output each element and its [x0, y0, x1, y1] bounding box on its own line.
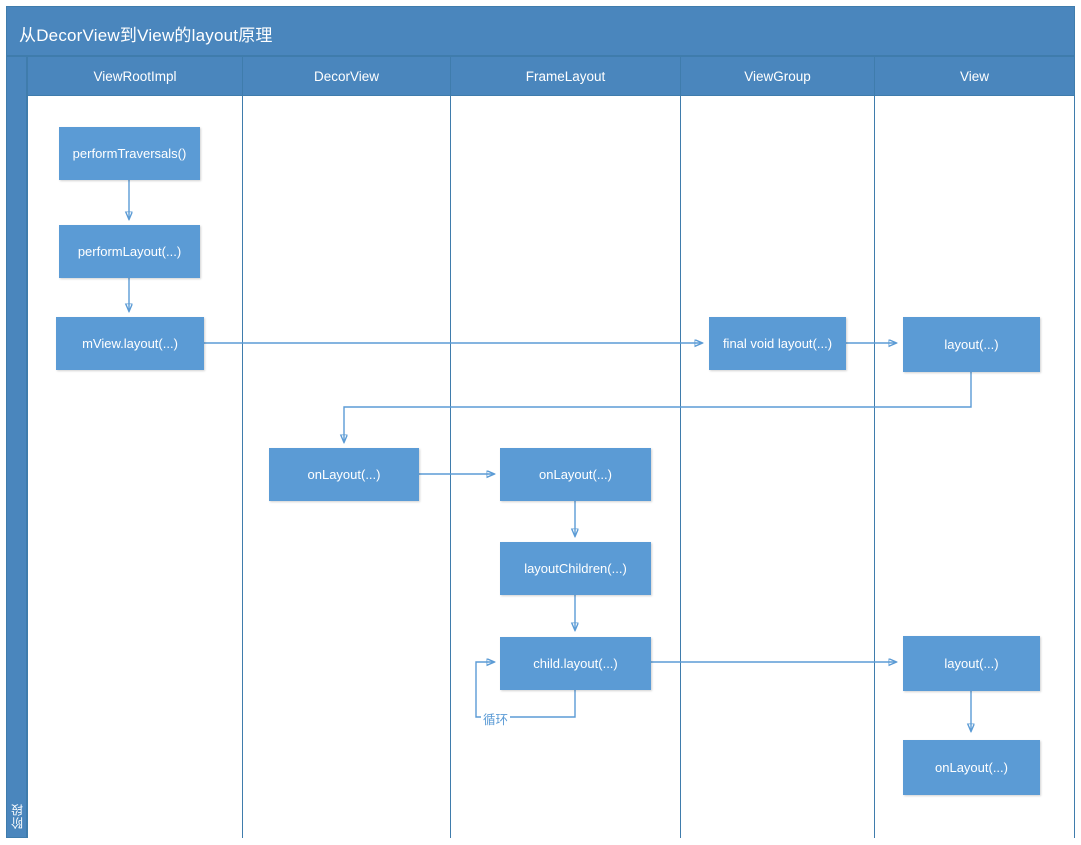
lane-viewrootimpl [27, 96, 243, 838]
node-label: onLayout(...) [935, 759, 1008, 775]
node-label: final void layout(...) [722, 335, 833, 351]
node-label: onLayout(...) [539, 466, 612, 482]
node-label: child.layout(...) [533, 655, 618, 671]
node-view-layout-2[interactable]: layout(...) [903, 636, 1040, 691]
column-header-label: FrameLayout [525, 68, 606, 84]
lane-view [874, 96, 1075, 838]
column-header-framelayout: FrameLayout [450, 56, 681, 96]
column-header-label: ViewGroup [744, 68, 811, 84]
node-label: layout(...) [944, 336, 999, 352]
node-mview-layout[interactable]: mView.layout(...) [56, 317, 204, 370]
node-label: layoutChildren(...) [524, 560, 627, 576]
column-header-label: ViewRootImpl [93, 68, 177, 84]
node-final-void-layout[interactable]: final void layout(...) [709, 317, 846, 370]
phase-band: 阶段 [6, 56, 27, 838]
node-child-layout[interactable]: child.layout(...) [500, 637, 651, 690]
node-framelayout-onlayout[interactable]: onLayout(...) [500, 448, 651, 501]
node-decorview-onlayout[interactable]: onLayout(...) [269, 448, 419, 501]
node-layout-children[interactable]: layoutChildren(...) [500, 542, 651, 595]
column-header-decorview: DecorView [242, 56, 451, 96]
node-perform-traversals[interactable]: performTraversals() [59, 127, 200, 180]
diagram-title: 从DecorView到View的layout原理 [19, 26, 273, 45]
column-header-view: View [874, 56, 1075, 96]
column-header-viewgroup: ViewGroup [680, 56, 875, 96]
node-label: layout(...) [944, 655, 999, 671]
node-label: performLayout(...) [77, 243, 182, 259]
node-label: performTraversals() [72, 145, 187, 161]
node-view-layout[interactable]: layout(...) [903, 317, 1040, 372]
node-view-onlayout[interactable]: onLayout(...) [903, 740, 1040, 795]
column-header-label: DecorView [313, 68, 380, 84]
node-label: mView.layout(...) [82, 335, 178, 351]
loop-label: 循环 [481, 709, 511, 728]
column-header-label: View [959, 68, 990, 84]
column-header-viewrootimpl: ViewRootImpl [27, 56, 243, 96]
lane-viewgroup [680, 96, 875, 838]
node-label: onLayout(...) [307, 466, 381, 482]
node-perform-layout[interactable]: performLayout(...) [59, 225, 200, 278]
diagram-title-bar: 从DecorView到View的layout原理 [6, 6, 1075, 56]
phase-band-label: 阶段 [10, 803, 24, 829]
